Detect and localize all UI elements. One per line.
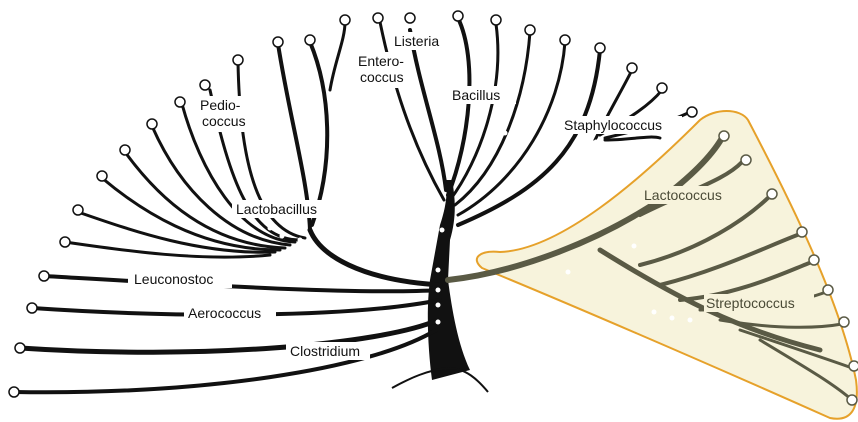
label-enterococcus-line2: coccus <box>360 69 404 85</box>
label-leuconostoc: Leuconostoc <box>134 271 213 287</box>
label-bacillus: Bacillus <box>452 87 500 103</box>
label-enterococcus-line1: Entero- <box>358 53 404 69</box>
label-pediococcus-line1: Pedio- <box>200 97 241 113</box>
label-listeria: Listeria <box>394 33 439 49</box>
branches <box>14 18 690 392</box>
label-streptococcus: Streptococcus <box>706 295 795 311</box>
label-lactobacillus: Lactobacillus <box>236 201 317 217</box>
label-lactococcus: Lactococcus <box>644 187 722 203</box>
label-staphylococcus: Staphylococcus <box>564 117 662 133</box>
label-aerococcus: Aerococcus <box>188 305 261 321</box>
label-clostridium: Clostridium <box>290 343 360 359</box>
label-pediococcus-line2: coccus <box>202 113 246 129</box>
